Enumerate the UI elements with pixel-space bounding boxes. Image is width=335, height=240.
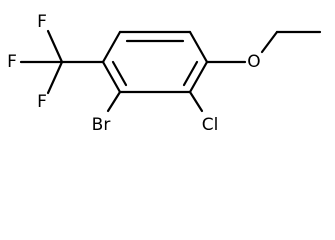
bond-ring-to-chlorine xyxy=(188,90,204,113)
fluorine-left-label: F xyxy=(7,52,17,72)
molecule-structure: F F F O Br Cl xyxy=(7,12,322,135)
fluorine-top-label: F xyxy=(37,12,47,32)
ring-bond-c1-c2 xyxy=(101,30,122,64)
benzene-ring xyxy=(101,30,209,94)
bond-c-f-top xyxy=(46,29,64,64)
fluorine-bottom-label: F xyxy=(37,92,47,112)
oxygen-label: O xyxy=(247,52,260,72)
bromine-label: Br xyxy=(92,115,111,135)
ring-bond-c6-c1-inner xyxy=(111,60,128,87)
ring-bond-c4-c5-inner xyxy=(182,60,199,87)
chlorine-label: Cl xyxy=(202,115,219,135)
bond-oxygen-to-ch2 xyxy=(260,30,279,54)
ring-bond-c3-c4 xyxy=(188,30,209,64)
ring-bond-c4-c5 xyxy=(188,60,209,94)
bond-ring-to-bromine xyxy=(106,90,122,113)
bond-c-f-bottom xyxy=(46,60,64,95)
ring-bond-c6-c1 xyxy=(101,60,122,94)
